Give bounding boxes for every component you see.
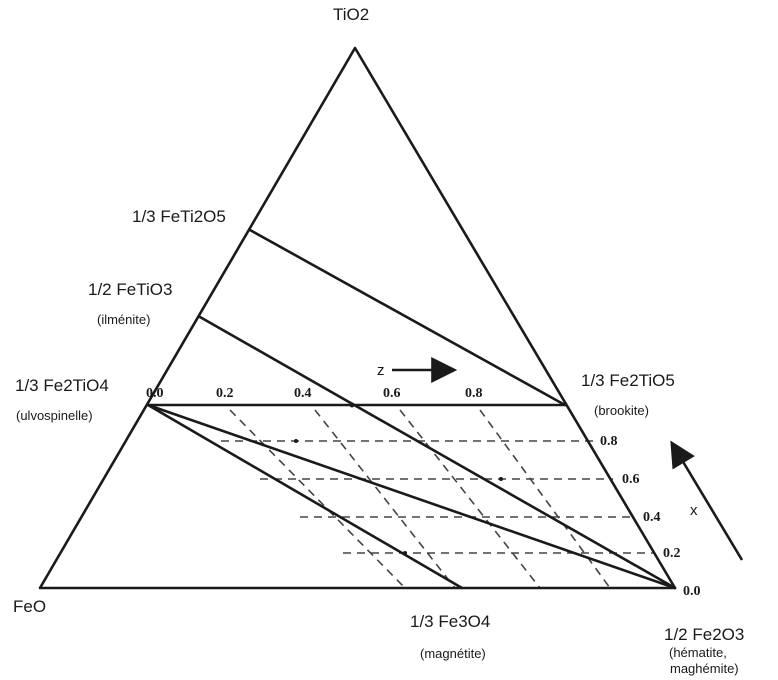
- vertex-name-maghemite: maghémite): [670, 661, 739, 676]
- dot: [294, 439, 298, 443]
- compound-label-fe2tio5: 1/3 Fe2TiO5: [581, 371, 675, 390]
- z-axis-label: z: [377, 362, 385, 379]
- x-tick-label: 0.6: [622, 472, 640, 487]
- z-grid-line-0.4: [314, 409, 456, 589]
- triangle-outline: [38, 46, 677, 590]
- tie-line-ilmenite: [198, 315, 677, 590]
- x-tick-label: 0.8: [600, 434, 618, 449]
- compound-name-ilmenite: (ilménite): [97, 312, 150, 327]
- compound-name-magnetite: (magnétite): [420, 646, 486, 661]
- z-tick-label: 0.4: [294, 386, 312, 401]
- tie-line-feti2o5: [248, 228, 567, 407]
- compound-label-feti2o5: 1/3 FeTi2O5: [132, 207, 226, 226]
- vertex-label-tio2: TiO2: [333, 5, 369, 24]
- dot: [403, 551, 407, 555]
- x-tick-label: 0.4: [643, 510, 661, 525]
- vertex-label-feo: FeO: [13, 597, 46, 616]
- tie-line-fe2tio4-fe3o4: [146, 403, 464, 590]
- compound-name-ulvospinelle: (ulvospinelle): [16, 408, 93, 423]
- z-grid-line-0.2: [229, 409, 406, 589]
- dot: [499, 477, 503, 481]
- intersection-dots: [294, 402, 503, 555]
- z-grid-line-0.8: [479, 409, 611, 589]
- vertex-name-hematite: (hématite,: [669, 645, 727, 660]
- z-grid-line-0.6: [399, 409, 541, 589]
- tie-line-fe2tio4-fe2o3: [146, 403, 677, 590]
- dot: [349, 402, 355, 408]
- x-axis-label: x: [690, 502, 698, 519]
- solid-lines: [38, 46, 677, 590]
- compound-label-fetio3: 1/2 FeTiO3: [88, 280, 172, 299]
- vertex-label-fe2o3: 1/2 Fe2O3: [664, 625, 744, 644]
- compound-label-fe2tio4: 1/3 Fe2TiO4: [15, 376, 109, 395]
- z-tick-label: 0.8: [465, 386, 483, 401]
- z-tick-label: 0.0: [146, 386, 164, 401]
- x-arrow: [670, 440, 744, 561]
- x-tick-label: 0.0: [683, 584, 701, 599]
- compound-label-fe3o4: 1/3 Fe3O4: [410, 612, 490, 631]
- dashed-grid: [221, 409, 654, 589]
- z-tick-label: 0.2: [216, 386, 234, 401]
- z-tick-label: 0.6: [383, 386, 401, 401]
- compound-name-brookite: (brookite): [594, 403, 649, 418]
- x-tick-label: 0.2: [663, 546, 681, 561]
